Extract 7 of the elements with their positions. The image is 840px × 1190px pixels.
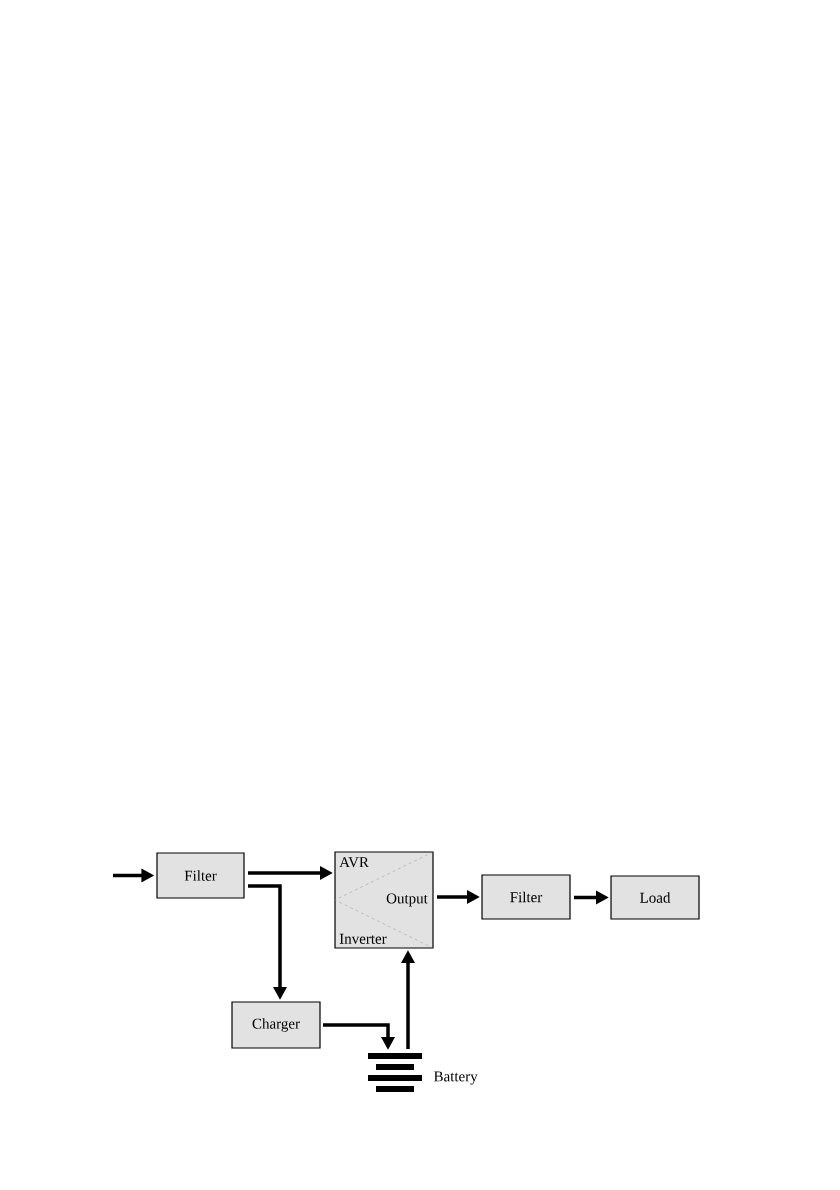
process-box: Load — [610, 875, 700, 920]
battery-symbol — [368, 1053, 422, 1092]
converter-box: AVR Output Inverter — [334, 851, 434, 949]
battery-label: Battery — [434, 1071, 478, 1085]
process-box: Charger — [231, 1001, 321, 1049]
process-box: Filter — [156, 852, 245, 899]
process-box: Filter — [481, 874, 571, 920]
